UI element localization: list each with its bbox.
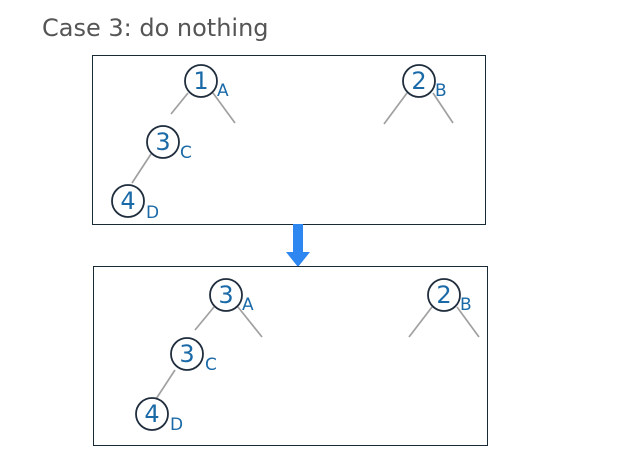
diagram-title: Case 3: do nothing: [42, 14, 269, 42]
node-key: 3: [179, 340, 194, 368]
tree-node-b: 2 B: [427, 278, 472, 315]
node-tag: D: [170, 415, 183, 435]
tree-node-a: 3 A: [209, 278, 254, 315]
tree-node-c: 3 C: [170, 337, 217, 375]
node-tag: A: [217, 81, 229, 101]
edge-b-right-stub: [456, 306, 480, 338]
edge-a-right-stub: [212, 92, 236, 124]
edge-b-left-stub: [383, 92, 408, 125]
node-tag: B: [460, 295, 472, 315]
node-tag: B: [435, 81, 447, 101]
edge-a-to-c: [194, 306, 215, 331]
node-key: 3: [155, 128, 170, 156]
node-key: 1: [193, 67, 208, 95]
edge-c-to-d: [131, 153, 152, 184]
edge-a-right-stub: [237, 306, 263, 338]
top-tree: 1 A 3 C 4 D 2 B: [111, 64, 454, 223]
tree-node-d: 4 D: [111, 184, 159, 223]
node-tag: C: [205, 355, 217, 375]
node-key: 2: [436, 281, 451, 309]
tree-node-b: 2 B: [402, 64, 447, 101]
node-key: 3: [218, 281, 233, 309]
node-key: 4: [144, 400, 159, 428]
bottom-panel: 3 A 3 C 4 D 2 B: [93, 266, 488, 446]
tree-node-d: 4 D: [135, 397, 183, 435]
edge-b-right-stub: [432, 92, 454, 124]
edge-c-to-d: [155, 369, 176, 400]
node-tag: D: [146, 203, 159, 223]
edge-b-left-stub: [408, 306, 433, 338]
node-tag: A: [242, 295, 254, 315]
top-panel: 1 A 3 C 4 D 2 B: [92, 55, 486, 225]
tree-node-c: 3 C: [146, 125, 192, 163]
node-key: 2: [411, 67, 426, 95]
node-key: 4: [120, 187, 135, 215]
bottom-tree: 3 A 3 C 4 D 2 B: [135, 278, 480, 435]
node-tag: C: [180, 143, 192, 163]
down-arrow-icon: [286, 224, 310, 267]
tree-node-a: 1 A: [184, 64, 229, 101]
edge-a-to-c: [170, 92, 189, 115]
